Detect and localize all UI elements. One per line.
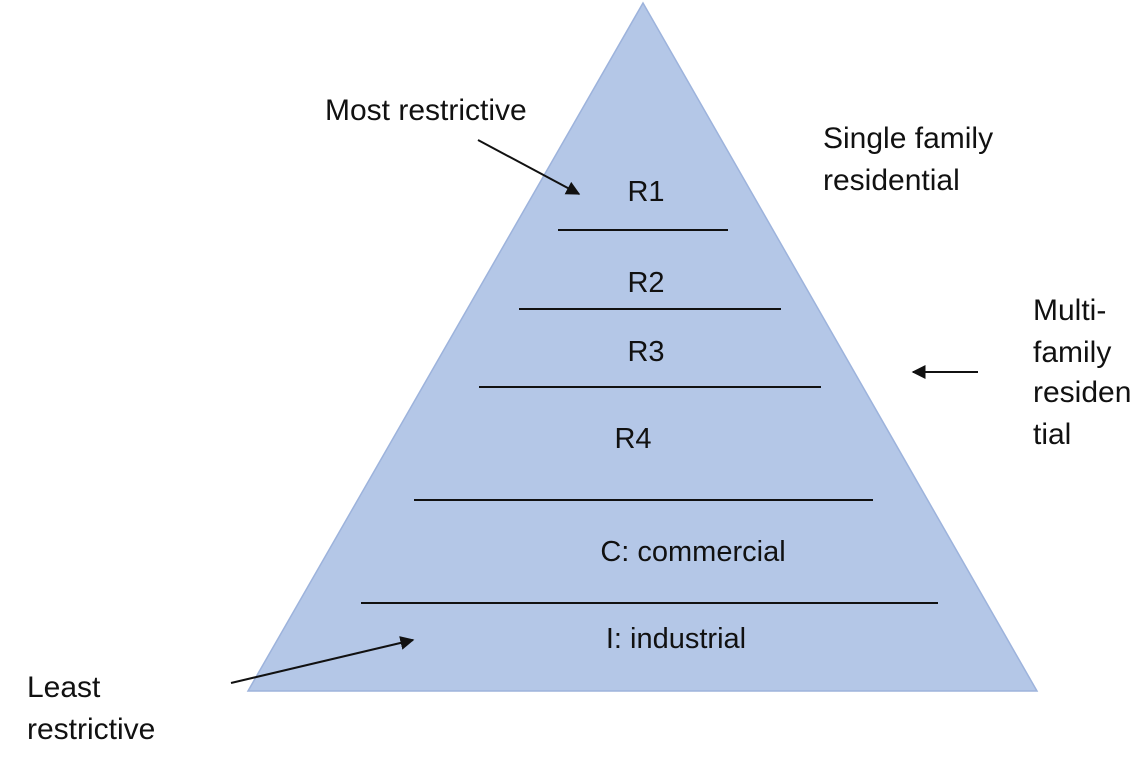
tier-commercial-label: C: commercial — [600, 536, 785, 568]
tier-r2-label: R2 — [627, 267, 664, 299]
tier-industrial-label: I: industrial — [606, 623, 746, 655]
least-restrictive-label: Least restrictive — [27, 671, 155, 746]
least-restrictive-line-2: restrictive — [27, 713, 155, 746]
pyramid-triangle — [246, 1, 1039, 692]
least-restrictive-line-1: Least — [27, 671, 101, 704]
least-restrictive-arrow — [230, 636, 415, 684]
multi-family-line-3: residen — [1033, 376, 1130, 409]
tier-r4-label: R4 — [614, 423, 651, 455]
single-family-line-2: residential — [823, 164, 960, 197]
multi-family-line-4: tial — [1033, 418, 1071, 451]
tier-r3-label: R3 — [627, 336, 664, 368]
multi-family-line-2: family — [1033, 336, 1111, 369]
most-restrictive-label: Most restrictive — [325, 94, 527, 127]
multi-family-label: Multi- family residen tial — [1033, 294, 1130, 451]
multi-family-line-1: Multi- — [1033, 294, 1106, 327]
single-family-label: Single family residential — [823, 122, 1001, 197]
most-restrictive-arrow — [477, 139, 581, 195]
tier-r1-label: R1 — [627, 176, 664, 208]
single-family-line-1: Single family — [823, 122, 993, 155]
